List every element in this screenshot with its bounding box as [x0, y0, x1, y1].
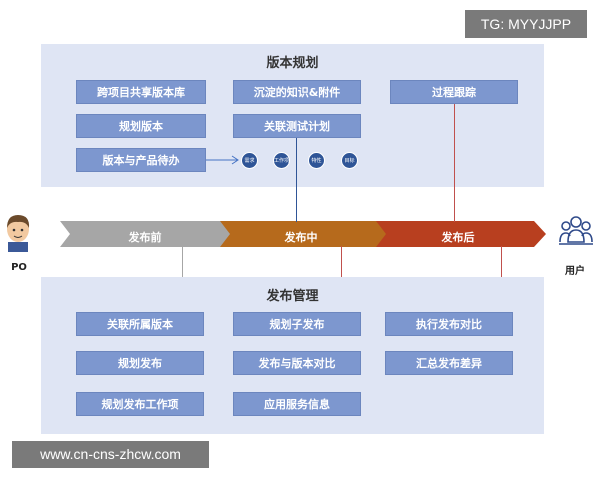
connector-top-middle: [296, 138, 297, 222]
pre-release-label: 发布前: [128, 231, 162, 244]
work-item-circle: 工作项: [273, 152, 290, 169]
plan-release-box: 规划发布: [76, 351, 204, 375]
users-label: 用户: [565, 266, 585, 277]
requirement-circle: 需求: [241, 152, 258, 169]
goal-circle: 目标: [341, 152, 358, 169]
cross-project-library-box: 跨项目共享版本库: [76, 80, 206, 104]
app-service-info-box: 应用服务信息: [233, 392, 361, 416]
release-management-title: 发布管理: [266, 289, 319, 304]
knowledge-attachment-box: 沉淀的知识&附件: [233, 80, 361, 104]
po-avatar-icon: [7, 215, 30, 252]
release-version-compare-box: 发布与版本对比: [233, 351, 361, 375]
releasing-label: 发布中: [284, 231, 318, 244]
post-release-label: 发布后: [441, 231, 475, 244]
top-watermark: TG: MYYJJPP: [465, 10, 587, 38]
connector-top-right: [454, 104, 455, 222]
bottom-watermark: www.cn-cns-zhcw.com: [12, 441, 209, 468]
release-planning-title: 版本规划: [266, 56, 319, 71]
timeline-post-release: [376, 221, 546, 247]
version-product-backlog-box: 版本与产品待办: [76, 148, 206, 172]
timeline-pre-release: [60, 221, 232, 247]
linked-version-box: 关联所属版本: [76, 312, 204, 336]
process-tracking-box: 过程跟踪: [390, 80, 518, 104]
timeline-releasing: [220, 221, 388, 247]
summarize-release-diff-box: 汇总发布差异: [385, 351, 513, 375]
linked-test-plan-box: 关联测试计划: [233, 114, 361, 138]
backlog-arrow: [206, 155, 239, 165]
plan-release-work-items-box: 规划发布工作项: [76, 392, 204, 416]
plan-version-box: 规划版本: [76, 114, 206, 138]
release-timeline: [60, 221, 546, 247]
po-label: PO: [11, 262, 27, 273]
execute-release-compare-box: 执行发布对比: [385, 312, 513, 336]
users-group-icon: [559, 216, 593, 245]
feature-circle: 特性: [308, 152, 325, 169]
plan-sub-release-box: 规划子发布: [233, 312, 361, 336]
